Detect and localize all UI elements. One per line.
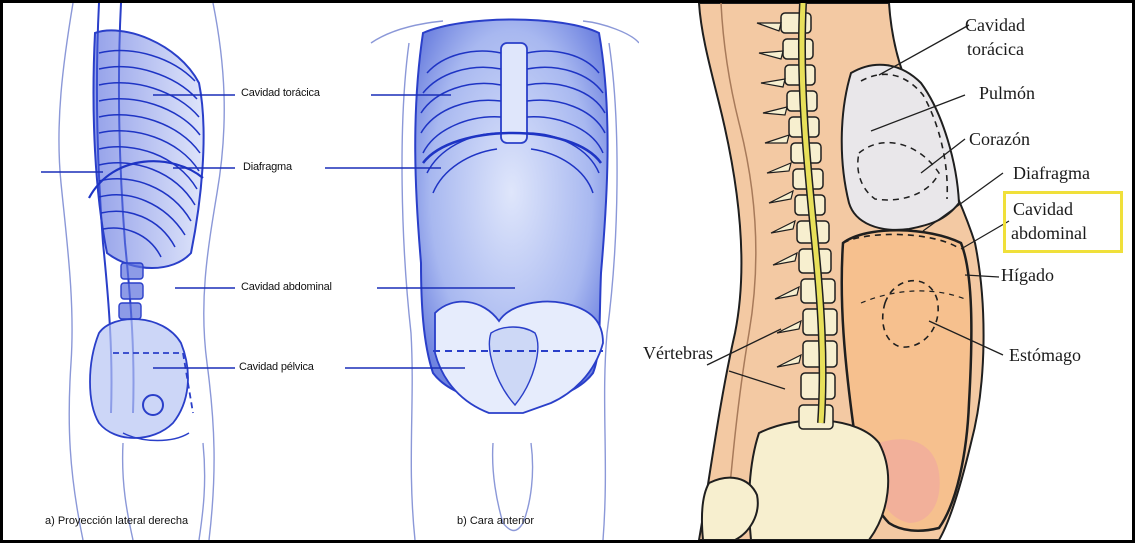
left-anatomy-panel: Cavidad torácica Diafragma Cavidad abdom… [3, 3, 639, 540]
right-anatomy-panel: Cavidad torácica Pulmón Corazón Diafragm… [639, 3, 1132, 540]
label-abdominal-cavity-line1: Cavidad [1013, 199, 1073, 219]
anterior-view-drawing [371, 20, 639, 541]
lateral-view-drawing [59, 3, 224, 540]
label-pelvic-cavity: Cavidad pélvica [239, 361, 314, 373]
label-lung: Pulmón [979, 83, 1035, 103]
thoracic-cavity [842, 65, 959, 230]
label-liver: Hígado [1001, 265, 1054, 285]
label-thoracic-cavity: Cavidad torácica [241, 87, 320, 99]
label-abdominal-cavity-line2: abdominal [1011, 223, 1087, 243]
label-diaphragm-right: Diafragma [1013, 163, 1090, 183]
label-thoracic-cavity-line1: Cavidad [965, 15, 1025, 35]
label-diaphragm: Diafragma [243, 161, 292, 173]
label-vertebrae: Vértebras [643, 343, 713, 363]
torso-illustration [3, 3, 639, 540]
caption-lateral-view: a) Proyección lateral derecha [45, 515, 188, 527]
caption-anterior-view: b) Cara anterior [457, 515, 534, 527]
pelvis [749, 420, 888, 540]
label-stomach: Estómago [1009, 345, 1081, 365]
sagittal-illustration [639, 3, 1132, 540]
label-abdominal-cavity: Cavidad abdominal [241, 281, 332, 293]
label-thoracic-cavity-line2: torácica [967, 39, 1024, 59]
label-heart: Corazón [969, 129, 1030, 149]
